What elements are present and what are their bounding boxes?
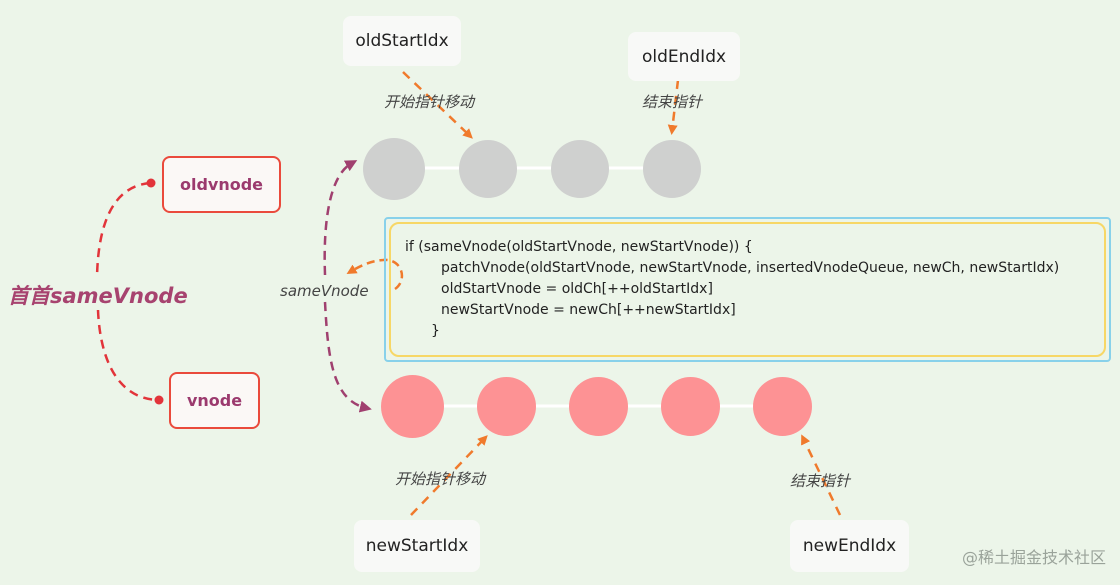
old-end-arrow — [667, 79, 680, 135]
old-node-2 — [459, 140, 517, 198]
code-arrow — [346, 258, 404, 291]
new-start-move-label: 开始指针移动 — [395, 470, 486, 488]
bracket-dot-top — [146, 178, 156, 188]
diagram-title: 首首sameVnode — [8, 284, 188, 308]
old-end-idx-box: oldEndIdx — [628, 32, 740, 81]
code-line-1: if (sameVnode(oldStartVnode, newStartVno… — [405, 239, 753, 255]
old-node-1 — [363, 138, 425, 200]
new-node-3 — [569, 377, 628, 436]
code-line-3: oldStartVnode = oldCh[++oldStartIdx] — [441, 281, 713, 297]
new-start-arrow — [410, 435, 488, 516]
new-node-5 — [753, 377, 812, 436]
same-vnode-label: sameVnode — [280, 282, 369, 300]
old-node-4 — [643, 140, 701, 198]
same-arrow-up — [323, 160, 358, 276]
new-node-1 — [381, 375, 444, 438]
new-end-label: 结束指针 — [790, 472, 851, 490]
code-box-inner — [389, 222, 1106, 357]
bracket-dot-bottom — [154, 395, 164, 405]
watermark: @稀土掘金技术社区 — [961, 548, 1106, 567]
same-arrow-down — [323, 301, 372, 413]
code-line-4: newStartVnode = newCh[++newStartIdx] — [441, 302, 736, 318]
bracket-bottom — [96, 309, 158, 402]
code-box-outer — [384, 217, 1111, 362]
new-start-idx-box: newStartIdx — [354, 520, 480, 572]
old-start-move-label: 开始指针移动 — [384, 93, 475, 111]
bracket-top — [95, 181, 151, 279]
code-line-2: patchVnode(oldStartVnode, newStartVnode,… — [441, 260, 1060, 276]
old-node-3 — [551, 140, 609, 198]
code-line-5: } — [431, 323, 440, 339]
oldvnode-box: oldvnode — [162, 156, 281, 213]
new-end-arrow — [801, 434, 842, 516]
new-node-2 — [477, 377, 536, 436]
old-start-idx-box: oldStartIdx — [343, 16, 461, 66]
new-node-4 — [661, 377, 720, 436]
vnode-box: vnode — [169, 372, 260, 429]
old-end-label: 结束指针 — [642, 93, 703, 111]
new-end-idx-box: newEndIdx — [790, 520, 909, 572]
